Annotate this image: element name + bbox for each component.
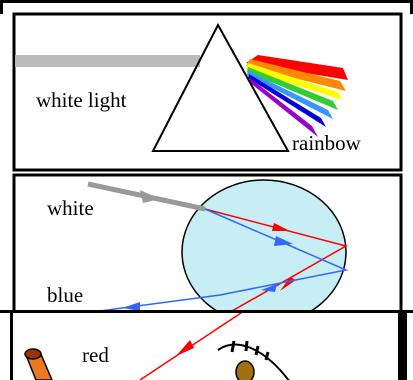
- raindrop-panel: white blue: [14, 175, 401, 324]
- prism-panel: white light rainbow: [0, 0, 413, 170]
- observer-panel-bg: [0, 312, 413, 380]
- observer-right-edge-block: [401, 310, 407, 380]
- observer-panel-left-border: [10, 310, 13, 380]
- observer-panel-right-border: [398, 310, 401, 380]
- top-crop-bar: [0, 0, 413, 3]
- white-light-beam: [15, 55, 200, 67]
- label-white-light: white light: [36, 88, 127, 112]
- label-white: white: [47, 196, 94, 220]
- left-crop-edge: [0, 0, 3, 14]
- label-rainbow: rainbow: [292, 131, 362, 155]
- label-red: red: [82, 343, 109, 367]
- observer-panel-top-border: [0, 310, 413, 313]
- raindrop-circle: [182, 180, 346, 324]
- label-blue: blue: [47, 283, 83, 307]
